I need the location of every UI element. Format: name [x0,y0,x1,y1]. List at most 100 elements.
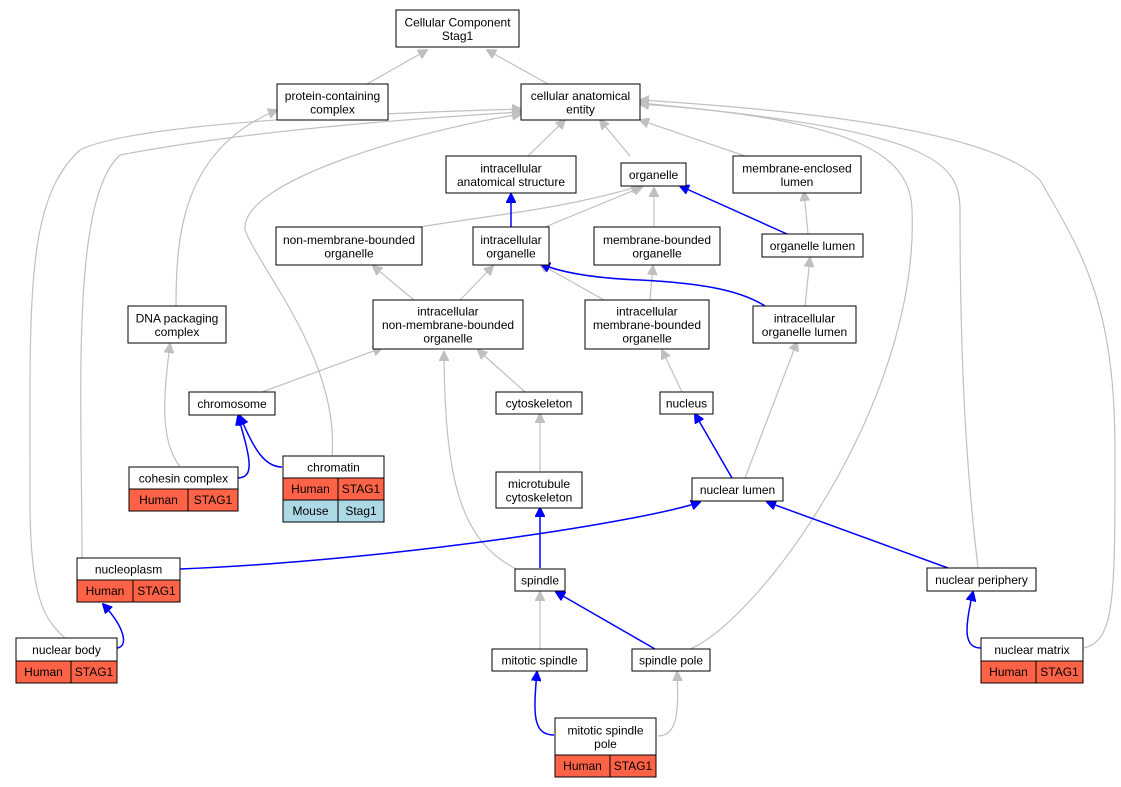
edge-imbo-to-mbo [650,266,653,301]
edge-cohesin-to-dna-pack [165,344,181,468]
edge-spindle-pole-part-of-spindle [556,592,656,650]
node-ol[interactable]: organelle lumen [761,233,864,258]
node-box [691,477,784,502]
node-label: Cellular Component [404,15,511,29]
species-label: Human [139,493,178,507]
node-label: membrane-enclosed [742,161,851,175]
node-label: organelle [423,332,473,346]
node-label: organelle [622,332,672,346]
node-box [926,567,1037,592]
species-label: Human [291,482,330,496]
node-box [520,83,641,121]
edge-chromosome-to-inmbo [261,348,382,393]
gene-cell [187,488,239,512]
edge-cae-to-root [487,50,549,85]
edges [29,50,1116,737]
node-label: cellular anatomical [531,89,630,103]
node-box [472,226,550,266]
node-label: organelle [632,246,682,260]
node-label: cohesin complex [139,472,228,486]
node-organelle[interactable]: organelle [620,162,687,187]
edge-cohesin-part-of-chromosome [237,416,250,479]
node-label: spindle pole [639,654,703,668]
node-box [372,299,524,350]
node-box [620,162,687,187]
node-chromosome[interactable]: chromosome [188,391,276,416]
edge-organelle-to-cae [600,120,631,157]
node-box [127,305,227,344]
node-label: nuclear matrix [994,643,1069,657]
node-label: nuclear body [32,643,101,657]
node-box [491,648,588,672]
gene-cell [70,660,118,684]
node-label: intracellular [774,311,835,325]
node-label: intracellular [616,305,677,319]
node-box [514,568,566,592]
edge-mel-to-cae [640,120,746,157]
node-box [188,391,276,416]
node-mitotic-spindle[interactable]: mitotic spindle [491,648,588,672]
edge-cytoskeleton-to-inmbo [478,350,526,393]
edge-msp-to-spindle-pole [657,672,678,737]
node-nucleus[interactable]: nucleus [659,391,714,415]
node-spindle[interactable]: spindle [514,568,566,592]
node-cytoskeleton[interactable]: cytoskeleton [495,391,583,415]
gene-cell [337,499,385,523]
node-label: nuclear periphery [935,573,1028,587]
gene-label: STAG1 [1040,665,1079,679]
node-label: protein-containing [285,89,380,103]
edge-nucleoplasm-part-of-nuc-lumen [179,502,700,570]
nodes: Cellular ComponentStag1protein-containin… [15,9,1084,778]
edge-nucleoplasm-to-cae [80,112,521,560]
node-spindle-pole[interactable]: spindle pole [631,648,711,672]
node-label: organelle lumen [770,239,855,253]
gene-label: Stag1 [345,504,377,518]
node-box [554,717,657,756]
node-nuc-periphery[interactable]: nuclear periphery [926,567,1037,592]
node-label: intracellular [480,161,541,175]
gene-cell [132,579,181,603]
edge-nuc-matrix-to-cae [640,100,1116,649]
edge-nuc-matrix-part-of-nuc-periphery [967,592,982,649]
node-box [761,233,864,258]
edge-inmbo-to-nmbo [373,266,415,301]
edge-nuc-body-part-of-nucleoplasm [103,604,125,649]
node-label: organelle [324,246,374,260]
edge-iol-part-of-io [541,264,766,307]
node-nuc-lumen[interactable]: nuclear lumen [691,477,784,502]
edge-spindle-to-inmbo [444,352,517,570]
node-label: intracellular [480,233,541,247]
edge-dna-pack-to-protein-complex [175,110,277,309]
node-label: organelle [629,168,679,182]
node-inmbo[interactable]: intracellularnon-membrane-boundedorganel… [372,299,524,350]
node-label: microtubule [508,477,570,491]
node-label: non-membrane-bounded [283,233,415,247]
edge-chromatin-to-cae [244,114,521,458]
edge-io-to-organelle [544,187,642,228]
node-label: entity [566,102,595,116]
node-label: organelle [486,246,536,260]
edge-ias-to-cae [527,120,565,157]
